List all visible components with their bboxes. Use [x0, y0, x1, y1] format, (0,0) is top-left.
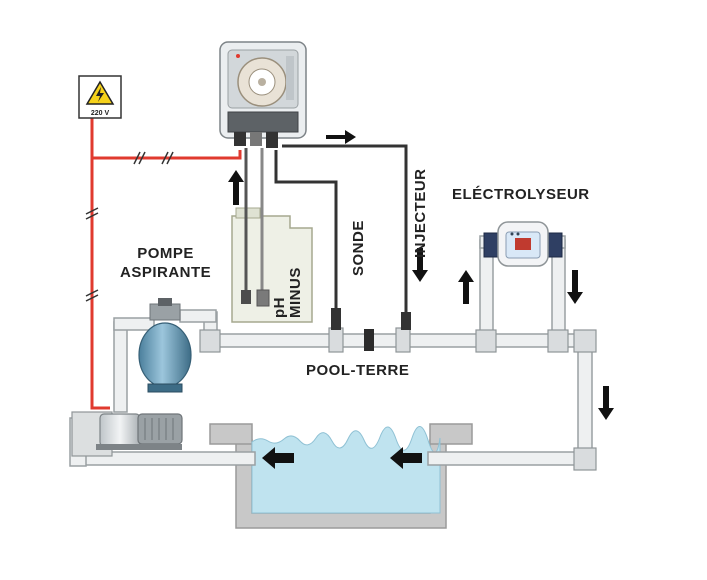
dosing-pump: [219, 41, 307, 148]
flow-arrow-icon: [228, 130, 614, 469]
ph-label: pH: [271, 297, 288, 318]
pompe-label: POMPE: [137, 245, 194, 262]
ph-minus-canister: [231, 207, 313, 323]
pool-terre-ground: [364, 329, 374, 351]
injecteur-label: INJECTEUR: [412, 168, 429, 258]
pipe-fittings: [199, 327, 597, 471]
pool-terre-label: POOL-TERRE: [306, 362, 410, 379]
aspirante-label: ASPIRANTE: [120, 264, 212, 281]
dosing-tubes: [244, 144, 408, 320]
electrolyser-cell: [483, 221, 563, 267]
minus-label: MINUS: [287, 267, 304, 318]
circulation-pump: [71, 411, 183, 457]
sand-filter: [138, 298, 192, 393]
electrolyseur-label: ELÉCTROLYSEUR: [452, 186, 590, 203]
high-voltage-warning-icon: [78, 75, 122, 119]
pool-basin: [209, 423, 473, 529]
sonde-label: SONDE: [350, 220, 367, 276]
pompe-aspirante-label: POMPE ASPIRANTE: [120, 244, 211, 282]
pool-water: [251, 426, 441, 514]
warning-voltage-label: 220 V: [91, 110, 110, 117]
sonde-probe: [331, 308, 341, 330]
power-line-break-marks: [85, 151, 174, 302]
injecteur-valve: [401, 312, 411, 330]
suction-lance: [241, 289, 270, 307]
ph-minus-label: pH MINUS: [271, 267, 304, 318]
